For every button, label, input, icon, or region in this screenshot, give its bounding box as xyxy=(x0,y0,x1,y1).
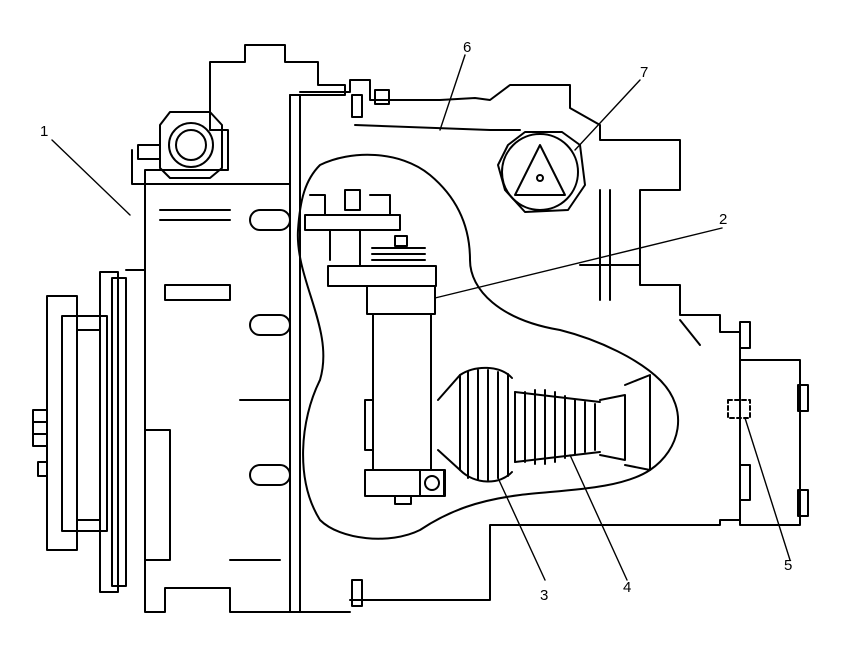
leader-2 xyxy=(434,227,723,299)
shutoff-lever xyxy=(304,189,401,266)
leader-lines xyxy=(51,54,791,581)
leader-3 xyxy=(497,477,546,581)
callout-6: 6 xyxy=(463,39,471,56)
leader-5 xyxy=(744,417,791,561)
drive-flange xyxy=(32,271,127,593)
governor-housing xyxy=(289,79,809,613)
leader-7 xyxy=(574,79,641,151)
pump-housing xyxy=(125,44,351,613)
callout-4: 4 xyxy=(623,579,631,596)
callout-2: 2 xyxy=(719,211,727,228)
callout-5: 5 xyxy=(784,557,792,574)
bellows xyxy=(437,366,513,483)
upper-spring xyxy=(327,235,437,287)
leader-6 xyxy=(439,54,466,131)
callout-labels: 1 2 3 4 5 6 7 xyxy=(40,39,792,604)
leader-4 xyxy=(569,454,628,581)
coil-spring xyxy=(514,374,651,471)
leader-1 xyxy=(51,139,131,216)
governor-cylinder xyxy=(364,285,446,505)
fitting-nut xyxy=(137,111,223,179)
flange-nut xyxy=(32,409,48,447)
end-cover xyxy=(727,359,801,526)
callout-7: 7 xyxy=(640,64,648,81)
cutaway-outline xyxy=(296,153,679,540)
hex-plug xyxy=(497,131,586,213)
callout-3: 3 xyxy=(540,587,548,604)
hidden-port xyxy=(727,399,751,419)
callout-1: 1 xyxy=(40,123,48,140)
